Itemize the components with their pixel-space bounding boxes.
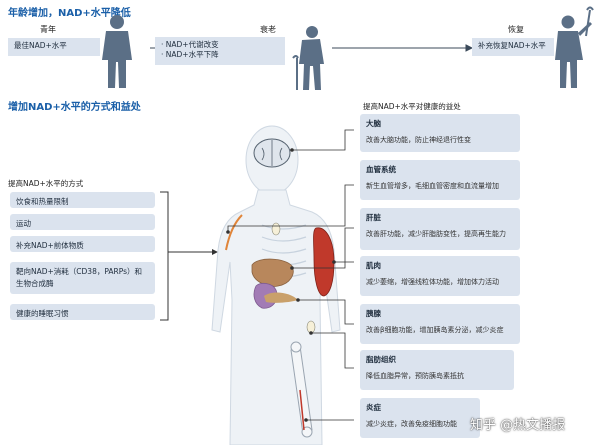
stage-box-aging-line-2: · NAD+水平下降	[161, 50, 219, 59]
watermark: 知乎 @热文播报	[470, 418, 566, 433]
bone-illustration	[290, 341, 313, 438]
stage-box-recovery: 补充恢复NAD+水平	[472, 38, 554, 56]
stage-box-aging: · NAD+代谢改变 · NAD+水平下降	[155, 37, 285, 65]
benefit-brain-title: 大脑	[366, 119, 381, 128]
stage-box-youth-text: 最佳NAD+水平	[14, 41, 67, 50]
arrow-head-2	[465, 44, 474, 52]
benefit-muscle-desc: 减少萎缩，增强线粒体功能，增加体力活动	[366, 278, 499, 286]
stage-box-aging-line-1: · NAD+代谢改变	[161, 40, 219, 49]
ways-bracket	[160, 191, 169, 321]
benefit-liver-desc: 改善肝功能，减少肝脂肪变性，提高再生能力	[366, 230, 506, 238]
thymus-illustration	[271, 222, 281, 236]
benefit-muscle: 肌肉 减少萎缩，增强线粒体功能，增加体力活动	[360, 256, 520, 296]
muscle-illustration	[313, 227, 335, 297]
vessel-illustration	[225, 214, 243, 251]
section-title: 增加NAD+水平的方式和益处	[8, 102, 141, 113]
stage-label-aging: 衰老	[260, 25, 276, 34]
liver-illustration	[251, 258, 294, 287]
brain-illustration	[253, 138, 291, 168]
benefit-adipose-title: 脂肪组织	[366, 355, 396, 364]
benefit-adipose-desc: 降低血脂异常，预防胰岛素抵抗	[366, 372, 464, 380]
benefit-pancreas-desc: 改善β细胞功能，增加胰岛素分泌，减少炎症	[366, 326, 504, 334]
way-item-exercise: 运动	[10, 214, 155, 230]
benefit-liver: 肝脏 改善肝功能，减少肝脂肪变性，提高再生能力	[360, 208, 520, 250]
stage-box-recovery-text: 补充恢复NAD+水平	[478, 41, 546, 50]
benefit-inflammation: 炎症 减少炎症，改善免疫细胞功能	[360, 398, 480, 438]
youth-silhouette	[102, 15, 132, 88]
ways-title: 提高NAD+水平的方式	[8, 179, 84, 188]
leg-vessel-illustration	[299, 389, 305, 431]
benefit-inflammation-desc: 减少炎症，改善免疫细胞功能	[366, 420, 457, 428]
benefit-inflammation-title: 炎症	[366, 403, 381, 412]
benefit-muscle-title: 肌肉	[366, 261, 381, 270]
recovered-silhouette	[555, 6, 594, 88]
benefit-adipose: 脂肪组织 降低血脂异常，预防胰岛素抵抗	[360, 350, 514, 390]
way-item-sleep: 健康的睡眠习惯	[10, 304, 155, 320]
stage-box-youth: 最佳NAD+水平	[8, 38, 100, 56]
benefits-title: 提高NAD+水平对健康的益处	[363, 102, 461, 111]
stage-label-recovery: 恢复	[508, 25, 524, 34]
benefit-brain: 大脑 改善大脑功能，防止神经退行性变	[360, 114, 520, 152]
way-item-precursors: 补充NAD+前体物质	[10, 236, 155, 252]
pancreas-illustration	[264, 292, 298, 303]
header-title: 年龄增加，NAD+水平降低	[8, 8, 131, 19]
benefit-pancreas: 胰腺 改善β细胞功能，增加胰岛素分泌，减少炎症	[360, 304, 520, 344]
way-item-targeting: 靶向NAD+消耗（CD38，PARPs）和生物合成酶	[10, 262, 155, 294]
benefit-pancreas-title: 胰腺	[366, 309, 381, 318]
benefit-vascular: 血管系统 新生血管增多，毛细血管密度和血流量增加	[360, 160, 520, 200]
benefit-brain-desc: 改善大脑功能，防止神经退行性变	[366, 136, 471, 144]
benefit-vascular-title: 血管系统	[366, 165, 396, 174]
benefit-vascular-desc: 新生血管增多，毛细血管密度和血流量增加	[366, 182, 499, 190]
way-item-diet: 饮食和热量限制	[10, 192, 155, 208]
stage-label-youth: 青年	[40, 25, 56, 34]
elderly-silhouette	[292, 26, 324, 90]
benefit-liver-title: 肝脏	[366, 213, 381, 222]
